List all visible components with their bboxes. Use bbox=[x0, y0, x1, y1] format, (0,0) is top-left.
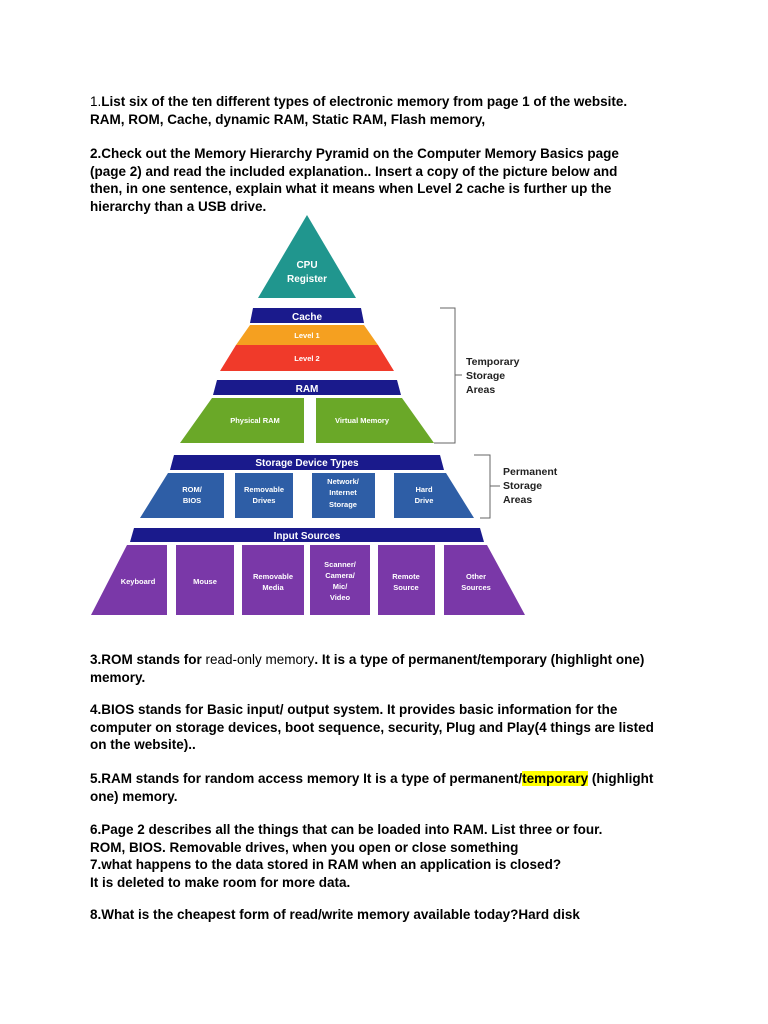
question-3-line2: memory. bbox=[90, 669, 146, 685]
register-label: Register bbox=[287, 274, 327, 285]
cache-level1-label: Level 1 bbox=[294, 331, 319, 340]
question-2-line: (page 2) and read the included explanati… bbox=[90, 163, 618, 179]
question-5-lead: 5.RAM stands for random access memory It… bbox=[90, 771, 523, 786]
question-7-line: It is deleted to make room for more data… bbox=[90, 874, 351, 890]
network-storage-label: Network/ bbox=[327, 477, 360, 486]
cpu-register-tier bbox=[258, 215, 356, 298]
question-1-number: 1. bbox=[90, 94, 102, 109]
physical-ram-tier bbox=[180, 398, 304, 443]
scanner-camera-label: Scanner/ bbox=[324, 560, 357, 569]
removable-media-label: Removable bbox=[253, 572, 293, 581]
question-5-rest: (highlight bbox=[588, 771, 654, 786]
cache-header: Cache bbox=[292, 312, 322, 323]
other-sources-label: Sources bbox=[461, 583, 491, 592]
question-3: 3.ROM stands for read-only memory. It is… bbox=[90, 651, 690, 686]
cache-level2-tier bbox=[220, 345, 394, 371]
scanner-camera-tier bbox=[310, 545, 370, 615]
question-5: 5.RAM stands for random access memory It… bbox=[90, 770, 690, 805]
removable-media-tier bbox=[242, 545, 304, 615]
virtual-memory-label: Virtual Memory bbox=[335, 416, 390, 425]
ram-header: RAM bbox=[296, 384, 319, 395]
question-6-line: 6.Page 2 describes all the things that c… bbox=[90, 822, 603, 837]
question-1: 1.List six of the ten different types of… bbox=[90, 93, 690, 128]
remote-source-label: Remote bbox=[392, 572, 420, 581]
removable-media-label: Media bbox=[262, 583, 284, 592]
keyboard-tier bbox=[91, 545, 167, 615]
question-3-lead: 3.ROM stands for bbox=[90, 652, 206, 667]
rom-bios-label: ROM/ bbox=[182, 485, 202, 494]
other-sources-label: Other bbox=[466, 572, 486, 581]
storage-header-bar bbox=[170, 455, 444, 470]
remote-source-label: Source bbox=[393, 583, 418, 592]
network-storage-tier bbox=[312, 473, 375, 518]
removable-drives-tier bbox=[235, 473, 293, 518]
input-header-bar bbox=[130, 528, 484, 542]
cache-level1-tier bbox=[236, 325, 378, 345]
question-6-7: 6.Page 2 describes all the things that c… bbox=[90, 821, 690, 891]
hard-drive-label: Drive bbox=[415, 496, 434, 505]
remote-source-tier bbox=[378, 545, 435, 615]
storage-header: Storage Device Types bbox=[255, 458, 359, 469]
network-storage-label: Storage bbox=[329, 500, 357, 509]
question-2-line: 2.Check out the Memory Hierarchy Pyramid… bbox=[90, 146, 619, 161]
rom-bios-tier bbox=[140, 473, 224, 518]
virtual-memory-tier bbox=[316, 398, 434, 443]
temporary-label: Areas bbox=[466, 384, 495, 396]
permanent-bracket bbox=[474, 454, 491, 519]
question-4-line: 4.BIOS stands for Basic input/ output sy… bbox=[90, 702, 618, 717]
hard-drive-label: Hard bbox=[415, 485, 433, 494]
question-7-line: 7.what happens to the data stored in RAM… bbox=[90, 857, 562, 872]
cache-header-bar bbox=[250, 308, 364, 323]
network-storage-label: Internet bbox=[329, 488, 357, 497]
question-5-line2: one) memory. bbox=[90, 788, 178, 804]
question-8-text: 8.What is the cheapest form of read/writ… bbox=[90, 907, 580, 922]
question-2-line: hierarchy than a USB drive. bbox=[90, 198, 267, 214]
scanner-camera-label: Video bbox=[330, 593, 351, 602]
question-4-line: computer on storage devices, boot sequen… bbox=[90, 719, 654, 735]
question-3-answer: read-only memory bbox=[205, 652, 315, 667]
permanent-label: Permanent bbox=[503, 466, 558, 478]
removable-drives-label: Removable bbox=[244, 485, 284, 494]
cpu-label: CPU bbox=[296, 260, 317, 271]
temporary-bracket bbox=[434, 307, 456, 444]
keyboard-label: Keyboard bbox=[121, 577, 156, 586]
question-3-rest: . It is a type of permanent/temporary (h… bbox=[314, 652, 645, 667]
question-5-highlight: temporary bbox=[522, 771, 589, 786]
question-1-text: List six of the ten different types of e… bbox=[101, 94, 628, 109]
hard-drive-tier bbox=[394, 473, 474, 518]
question-2-line: then, in one sentence, explain what it m… bbox=[90, 181, 612, 196]
permanent-label: Areas bbox=[503, 494, 532, 506]
question-4-line: on the website).. bbox=[90, 737, 196, 752]
question-1-answer: RAM, ROM, Cache, dynamic RAM, Static RAM… bbox=[90, 111, 486, 127]
question-6-line: ROM, BIOS. Removable drives, when you op… bbox=[90, 839, 519, 855]
ram-header-bar bbox=[213, 380, 401, 395]
question-2: 2.Check out the Memory Hierarchy Pyramid… bbox=[90, 145, 690, 215]
input-header: Input Sources bbox=[274, 531, 341, 542]
mouse-tier bbox=[176, 545, 234, 615]
temporary-label: Storage bbox=[466, 370, 505, 382]
permanent-label: Storage bbox=[503, 480, 542, 492]
removable-drives-label: Drives bbox=[253, 496, 276, 505]
temporary-label: Temporary bbox=[466, 356, 520, 368]
rom-bios-label: BIOS bbox=[183, 496, 201, 505]
question-8: 8.What is the cheapest form of read/writ… bbox=[90, 906, 690, 924]
question-4: 4.BIOS stands for Basic input/ output sy… bbox=[90, 701, 690, 754]
scanner-camera-label: Camera/ bbox=[325, 571, 356, 580]
cache-level2-label: Level 2 bbox=[294, 354, 319, 363]
mouse-label: Mouse bbox=[193, 577, 217, 586]
other-sources-tier bbox=[444, 545, 525, 615]
scanner-camera-label: Mic/ bbox=[333, 582, 349, 591]
physical-ram-label: Physical RAM bbox=[230, 416, 280, 425]
